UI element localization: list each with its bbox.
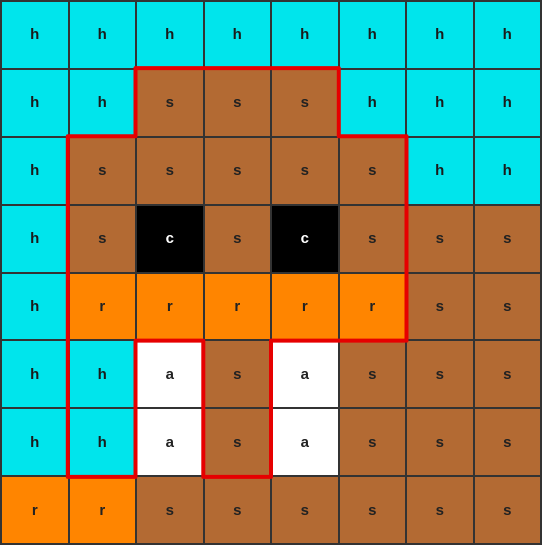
tile-soil-r6-c6[interactable]: s <box>407 409 473 475</box>
tile-soil-r2-c5[interactable]: s <box>340 138 406 204</box>
tile-sky-r6-c1[interactable]: h <box>70 409 136 475</box>
tile-rust-r4-c4[interactable]: r <box>272 274 338 340</box>
tile-soil-r7-c2[interactable]: s <box>137 477 203 543</box>
tile-sky-r5-c1[interactable]: h <box>70 341 136 407</box>
tile-soil-r7-c5[interactable]: s <box>340 477 406 543</box>
tile-soil-r2-c4[interactable]: s <box>272 138 338 204</box>
tile-sky-r0-c4[interactable]: h <box>272 2 338 68</box>
tile-soil-r7-c3[interactable]: s <box>205 477 271 543</box>
tile-sky-r5-c0[interactable]: h <box>2 341 68 407</box>
tile-soil-r5-c3[interactable]: s <box>205 341 271 407</box>
tile-soil-r2-c3[interactable]: s <box>205 138 271 204</box>
tile-sky-r0-c0[interactable]: h <box>2 2 68 68</box>
tile-soil-r3-c6[interactable]: s <box>407 206 473 272</box>
tile-sky-r1-c0[interactable]: h <box>2 70 68 136</box>
tile-coal-r3-c2[interactable]: c <box>137 206 203 272</box>
tile-sky-r0-c3[interactable]: h <box>205 2 271 68</box>
tile-ash-r6-c2[interactable]: a <box>137 409 203 475</box>
tile-soil-r4-c6[interactable]: s <box>407 274 473 340</box>
tile-soil-r5-c6[interactable]: s <box>407 341 473 407</box>
tile-soil-r3-c1[interactable]: s <box>70 206 136 272</box>
tile-soil-r1-c3[interactable]: s <box>205 70 271 136</box>
tile-sky-r1-c5[interactable]: h <box>340 70 406 136</box>
tile-coal-r3-c4[interactable]: c <box>272 206 338 272</box>
tile-sky-r0-c2[interactable]: h <box>137 2 203 68</box>
tile-rust-r7-c1[interactable]: r <box>70 477 136 543</box>
tile-soil-r3-c5[interactable]: s <box>340 206 406 272</box>
tile-ash-r5-c2[interactable]: a <box>137 341 203 407</box>
tile-soil-r7-c7[interactable]: s <box>475 477 541 543</box>
tile-rust-r4-c1[interactable]: r <box>70 274 136 340</box>
tile-rust-r4-c2[interactable]: r <box>137 274 203 340</box>
tile-soil-r2-c1[interactable]: s <box>70 138 136 204</box>
tile-soil-r7-c6[interactable]: s <box>407 477 473 543</box>
tile-sky-r0-c7[interactable]: h <box>475 2 541 68</box>
tile-rust-r4-c3[interactable]: r <box>205 274 271 340</box>
tile-rust-r7-c0[interactable]: r <box>2 477 68 543</box>
tile-soil-r2-c2[interactable]: s <box>137 138 203 204</box>
tile-soil-r3-c3[interactable]: s <box>205 206 271 272</box>
tile-sky-r0-c5[interactable]: h <box>340 2 406 68</box>
tile-sky-r2-c7[interactable]: h <box>475 138 541 204</box>
tile-soil-r3-c7[interactable]: s <box>475 206 541 272</box>
tile-sky-r2-c6[interactable]: h <box>407 138 473 204</box>
tile-sky-r0-c1[interactable]: h <box>70 2 136 68</box>
tile-soil-r5-c5[interactable]: s <box>340 341 406 407</box>
tile-soil-r6-c7[interactable]: s <box>475 409 541 475</box>
tile-soil-r1-c4[interactable]: s <box>272 70 338 136</box>
tile-sky-r6-c0[interactable]: h <box>2 409 68 475</box>
tile-sky-r1-c6[interactable]: h <box>407 70 473 136</box>
tile-soil-r4-c7[interactable]: s <box>475 274 541 340</box>
tile-sky-r1-c1[interactable]: h <box>70 70 136 136</box>
tile-sky-r4-c0[interactable]: h <box>2 274 68 340</box>
tile-rust-r4-c5[interactable]: r <box>340 274 406 340</box>
tile-soil-r6-c3[interactable]: s <box>205 409 271 475</box>
tile-soil-r1-c2[interactable]: s <box>137 70 203 136</box>
tile-sky-r3-c0[interactable]: h <box>2 206 68 272</box>
tile-sky-r1-c7[interactable]: h <box>475 70 541 136</box>
tile-ash-r6-c4[interactable]: a <box>272 409 338 475</box>
tile-soil-r6-c5[interactable]: s <box>340 409 406 475</box>
tile-soil-r7-c4[interactable]: s <box>272 477 338 543</box>
tile-sky-r2-c0[interactable]: h <box>2 138 68 204</box>
tile-soil-r5-c7[interactable]: s <box>475 341 541 407</box>
tile-sky-r0-c6[interactable]: h <box>407 2 473 68</box>
tile-ash-r5-c4[interactable]: a <box>272 341 338 407</box>
